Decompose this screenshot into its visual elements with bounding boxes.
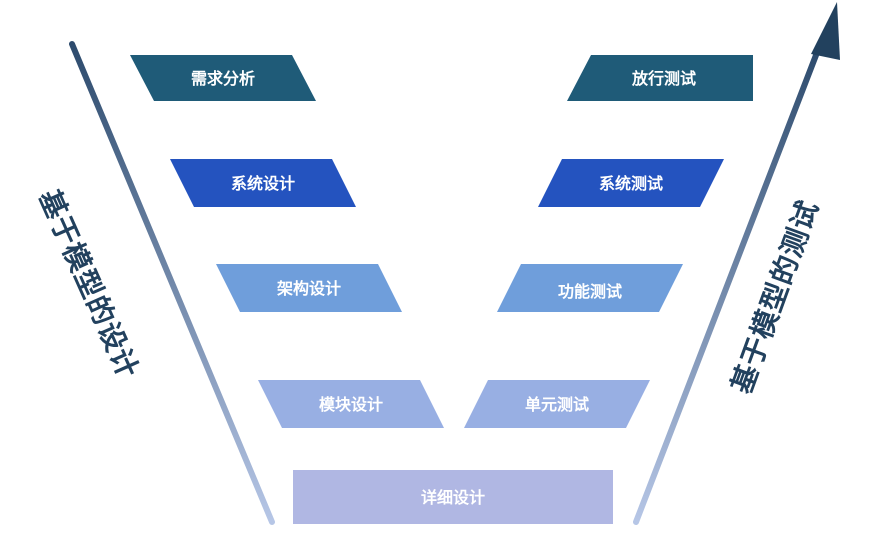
test-stage-4-label: 单元测试 [525, 395, 589, 414]
left-side-title: 基于模型的设计 [32, 185, 145, 384]
test-stage-1-shape [567, 55, 753, 101]
test-stage-2: 系统测试 [538, 159, 724, 207]
test-stage-2-shape [538, 159, 724, 207]
design-stage-1: 需求分析 [130, 55, 316, 101]
design-stage-4: 模块设计 [258, 380, 444, 428]
test-stage-2-label: 系统测试 [599, 174, 663, 193]
design-descent-line [69, 41, 275, 525]
design-stage-4-label: 模块设计 [319, 395, 383, 414]
bottom-stage-shape [293, 470, 613, 524]
design-stage-2-shape [170, 159, 356, 207]
bottom-stage: 详细设计 [293, 470, 613, 524]
design-stage-3-label: 架构设计 [276, 279, 341, 298]
design-stage-1-shape [130, 55, 316, 101]
test-stage-3-shape [497, 264, 683, 312]
test-stage-4: 单元测试 [464, 380, 650, 428]
design-stage-4-shape [258, 380, 444, 428]
design-stage-3-shape [216, 264, 402, 312]
test-stage-1: 放行测试 [567, 55, 753, 101]
test-stage-4-shape [464, 380, 650, 428]
design-stage-3: 架构设计 [216, 264, 402, 312]
test-ascent-line [633, 47, 821, 525]
test-stage-3: 功能测试 [497, 264, 683, 312]
test-ascent-arrowhead [811, 2, 840, 60]
design-stage-2-label: 系统设计 [231, 174, 295, 193]
design-stage-2: 系统设计 [170, 159, 356, 207]
test-stage-3-label: 功能测试 [558, 282, 622, 301]
design-stage-1-label: 需求分析 [191, 69, 255, 88]
test-stage-1-label: 放行测试 [631, 69, 696, 88]
right-side-title: 基于模型的测试 [725, 196, 825, 398]
bottom-stage-label: 详细设计 [421, 488, 485, 507]
